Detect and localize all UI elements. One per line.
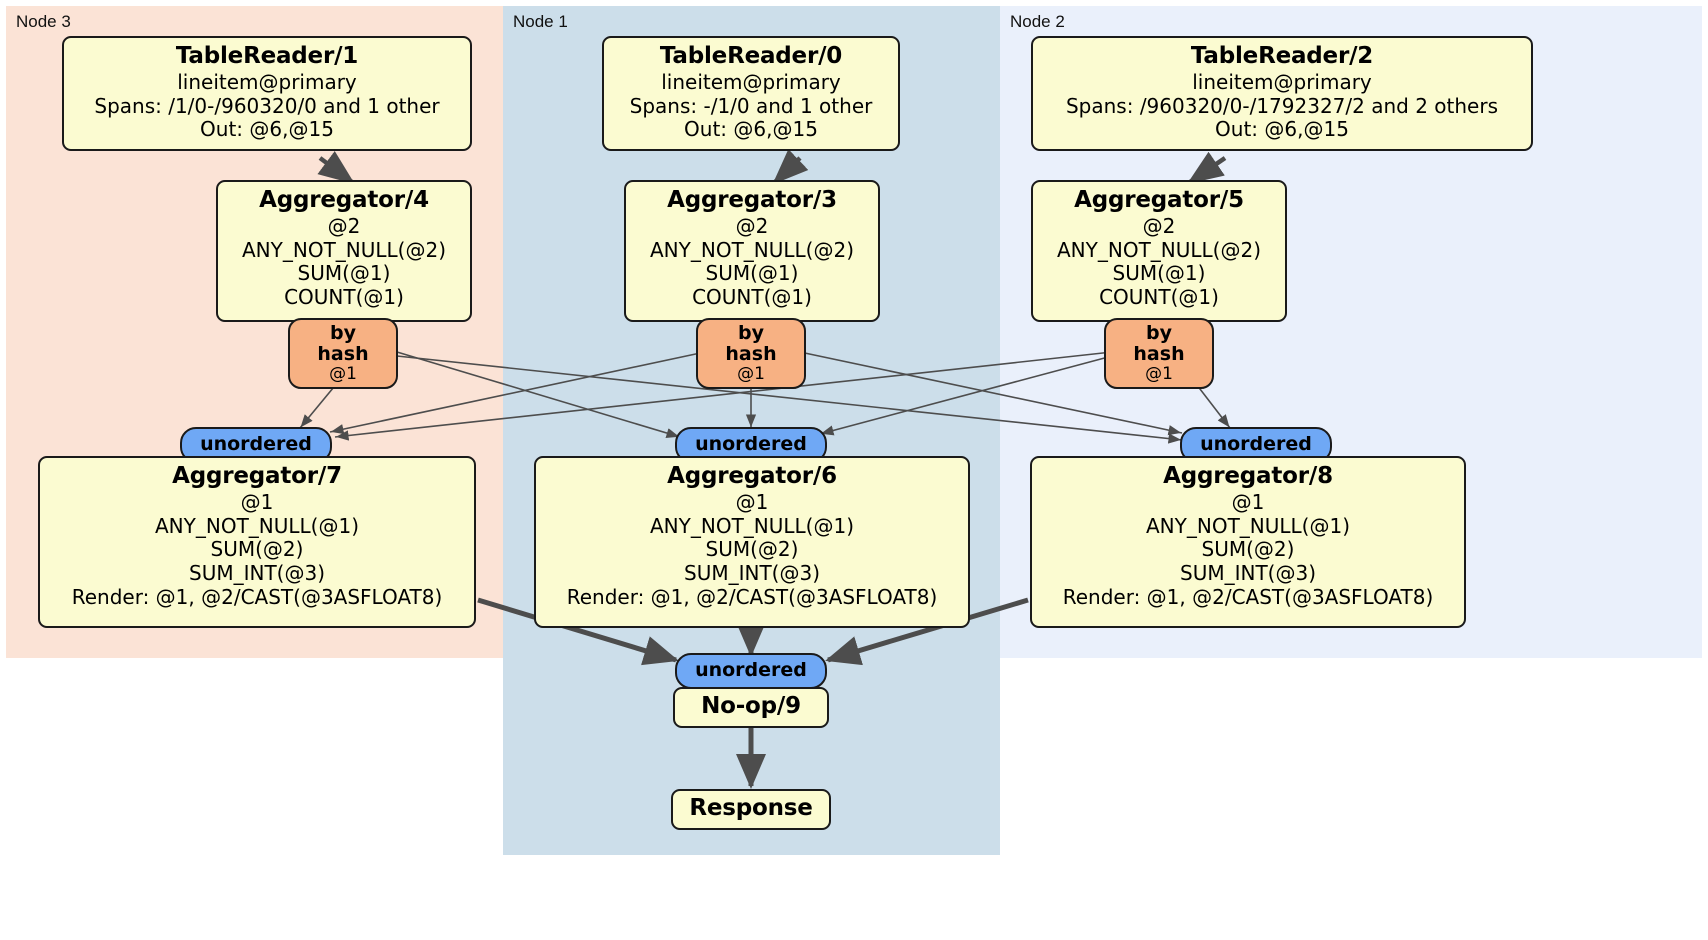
processor-line: SUM(@1) bbox=[705, 261, 799, 286]
processor-line: @2 bbox=[1142, 214, 1176, 239]
node-panel-label-node3: Node 3 bbox=[16, 12, 71, 31]
processor-line: ANY_NOT_NULL(@2) bbox=[650, 237, 854, 262]
processor-line: SUM_INT(@3) bbox=[1180, 560, 1316, 585]
synchronizer-unordered-noop-9[interactable]: unordered bbox=[675, 653, 827, 689]
processor-line: @2 bbox=[735, 214, 769, 239]
processor-line: lineitem@primary bbox=[177, 70, 357, 95]
processor-line: @2 bbox=[327, 214, 361, 239]
processor-aggregator-3[interactable]: Aggregator/3 @2 ANY_NOT_NULL(@2) SUM(@1)… bbox=[624, 180, 880, 322]
processor-line: Out: @6,@15 bbox=[684, 117, 818, 142]
synchronizer-label: unordered bbox=[695, 659, 807, 681]
processor-title: TableReader/2 bbox=[1190, 43, 1374, 69]
processor-line: SUM(@1) bbox=[297, 261, 391, 286]
router-by-hash-aggregator-5[interactable]: by hash @1 bbox=[1104, 318, 1214, 390]
processor-title: Aggregator/8 bbox=[1163, 463, 1333, 489]
router-label: by hash bbox=[725, 322, 777, 365]
processor-line: Spans: /960320/0-/1792327/2 and 2 others bbox=[1065, 93, 1498, 118]
processor-line: @1 bbox=[735, 490, 769, 515]
processor-line: COUNT(@1) bbox=[1099, 284, 1219, 309]
node-panel-label-node1: Node 1 bbox=[513, 12, 568, 31]
processor-title: Aggregator/7 bbox=[172, 463, 342, 489]
processor-line: ANY_NOT_NULL(@2) bbox=[242, 237, 446, 262]
processor-title: Aggregator/6 bbox=[667, 463, 837, 489]
processor-aggregator-5[interactable]: Aggregator/5 @2 ANY_NOT_NULL(@2) SUM(@1)… bbox=[1031, 180, 1287, 322]
processor-response[interactable]: Response bbox=[671, 789, 831, 831]
router-sublabel: @1 bbox=[737, 363, 765, 384]
synchronizer-label: unordered bbox=[695, 433, 807, 455]
processor-line: Spans: /1/0-/960320/0 and 1 other bbox=[94, 93, 440, 118]
router-label: by hash bbox=[1133, 322, 1185, 365]
synchronizer-label: unordered bbox=[1200, 433, 1312, 455]
processor-title: Aggregator/5 bbox=[1074, 187, 1244, 213]
processor-line: lineitem@primary bbox=[1192, 70, 1372, 95]
processor-aggregator-7[interactable]: Aggregator/7 @1 ANY_NOT_NULL(@1) SUM(@2)… bbox=[38, 456, 476, 628]
processor-line: COUNT(@1) bbox=[284, 284, 404, 309]
router-by-hash-aggregator-4[interactable]: by hash @1 bbox=[288, 318, 398, 390]
processor-line: SUM(@2) bbox=[210, 537, 304, 562]
processor-aggregator-6[interactable]: Aggregator/6 @1 ANY_NOT_NULL(@1) SUM(@2)… bbox=[534, 456, 970, 628]
router-by-hash-aggregator-3[interactable]: by hash @1 bbox=[696, 318, 806, 390]
processor-line: ANY_NOT_NULL(@1) bbox=[155, 513, 359, 538]
processor-line: SUM_INT(@3) bbox=[189, 560, 325, 585]
processor-line: Out: @6,@15 bbox=[1215, 117, 1349, 142]
processor-tablereader-2[interactable]: TableReader/2 lineitem@primary Spans: /9… bbox=[1031, 36, 1533, 151]
router-label: by hash bbox=[317, 322, 369, 365]
processor-line: SUM(@1) bbox=[1112, 261, 1206, 286]
processor-line: COUNT(@1) bbox=[692, 284, 812, 309]
processor-line: SUM(@2) bbox=[705, 537, 799, 562]
processor-line: lineitem@primary bbox=[661, 70, 841, 95]
processor-line: Render: @1, @2/CAST(@3ASFLOAT8) bbox=[566, 584, 938, 609]
processor-line: @1 bbox=[1231, 490, 1265, 515]
processor-tablereader-0[interactable]: TableReader/0 lineitem@primary Spans: -/… bbox=[602, 36, 900, 151]
processor-line: SUM_INT(@3) bbox=[684, 560, 820, 585]
synchronizer-label: unordered bbox=[200, 433, 312, 455]
processor-aggregator-4[interactable]: Aggregator/4 @2 ANY_NOT_NULL(@2) SUM(@1)… bbox=[216, 180, 472, 322]
processor-line: ANY_NOT_NULL(@1) bbox=[1146, 513, 1350, 538]
processor-noop-9[interactable]: No-op/9 bbox=[673, 687, 829, 729]
processor-line: @1 bbox=[240, 490, 274, 515]
processor-line: ANY_NOT_NULL(@2) bbox=[1057, 237, 1261, 262]
processor-title: TableReader/0 bbox=[659, 43, 843, 69]
processor-line: ANY_NOT_NULL(@1) bbox=[650, 513, 854, 538]
processor-title: Aggregator/3 bbox=[667, 187, 837, 213]
processor-aggregator-8[interactable]: Aggregator/8 @1 ANY_NOT_NULL(@1) SUM(@2)… bbox=[1030, 456, 1466, 628]
processor-title: TableReader/1 bbox=[175, 43, 359, 69]
processor-title: Aggregator/4 bbox=[259, 187, 429, 213]
processor-line: Out: @6,@15 bbox=[200, 117, 334, 142]
processor-title: Response bbox=[689, 795, 813, 821]
processor-tablereader-1[interactable]: TableReader/1 lineitem@primary Spans: /1… bbox=[62, 36, 472, 151]
processor-line: Render: @1, @2/CAST(@3ASFLOAT8) bbox=[71, 584, 443, 609]
processor-line: SUM(@2) bbox=[1201, 537, 1295, 562]
processor-title: No-op/9 bbox=[701, 693, 801, 719]
processor-line: Spans: -/1/0 and 1 other bbox=[629, 93, 873, 118]
processor-line: Render: @1, @2/CAST(@3ASFLOAT8) bbox=[1062, 584, 1434, 609]
node-panel-label-node2: Node 2 bbox=[1010, 12, 1065, 31]
router-sublabel: @1 bbox=[1145, 363, 1173, 384]
router-sublabel: @1 bbox=[329, 363, 357, 384]
